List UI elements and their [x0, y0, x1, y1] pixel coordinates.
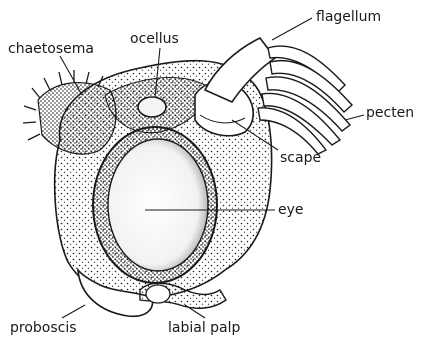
- label-proboscis: proboscis: [10, 320, 77, 336]
- label-scape: scape: [280, 150, 321, 166]
- leader-flagellum: [272, 18, 312, 40]
- pecten-rami: [258, 46, 352, 154]
- ocellus-shape: [138, 97, 166, 117]
- label-ocellus: ocellus: [130, 31, 179, 47]
- compound-eye: [93, 127, 217, 283]
- leader-pecten: [345, 115, 364, 120]
- leader-proboscis: [62, 305, 85, 318]
- label-labial-palp: labial palp: [168, 320, 241, 336]
- label-eye: eye: [278, 202, 304, 218]
- label-chaetosema: chaetosema: [8, 41, 94, 57]
- label-pecten: pecten: [366, 105, 414, 121]
- label-flagellum: flagellum: [316, 9, 381, 25]
